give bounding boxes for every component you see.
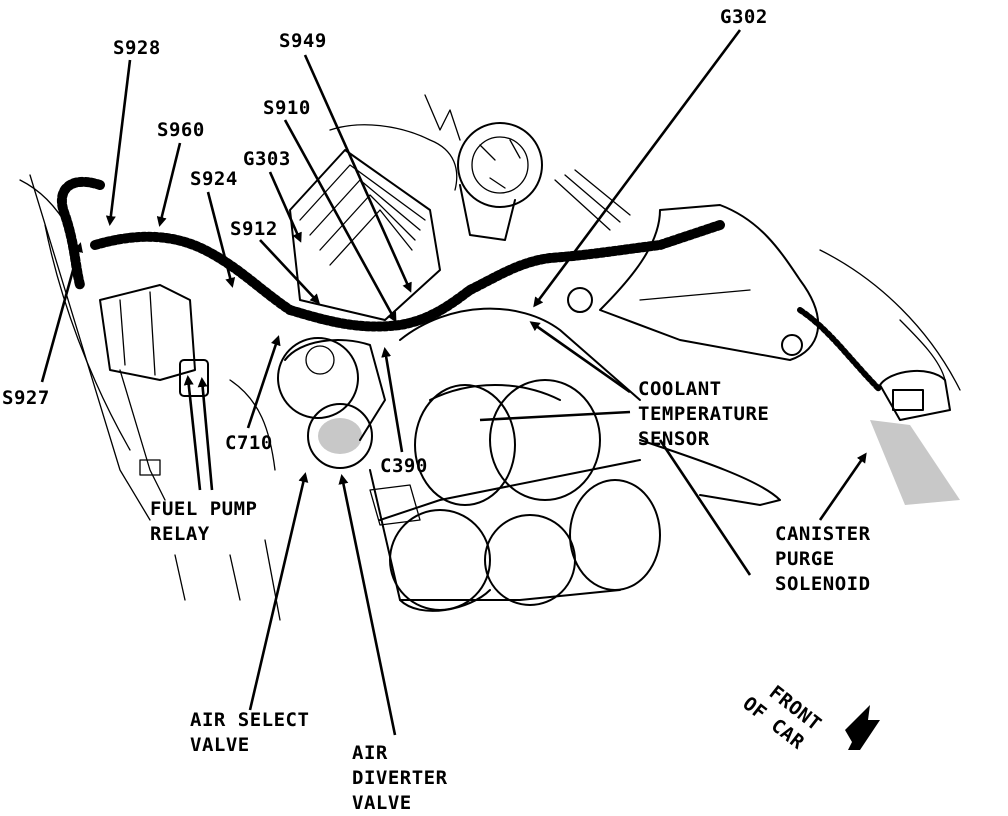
- arrow-s928: [105, 59, 132, 226]
- label-s912: S912: [230, 218, 278, 240]
- arrow-s924: [206, 191, 236, 288]
- label-s924: S924: [190, 168, 238, 190]
- label-coolant-temperature-sensor: COOLANT TEMPERATURE SENSOR: [638, 377, 769, 452]
- arrow-canister-purge: [818, 452, 867, 521]
- arrow-fuel-pump-relay-1: [183, 375, 202, 491]
- arrow-s912: [259, 239, 321, 305]
- label-s910: S910: [263, 97, 311, 119]
- arrow-coolant-temp-1: [529, 321, 631, 394]
- label-fuel-pump-relay-line1: FUEL PUMP: [150, 498, 258, 520]
- arrow-s949: [303, 54, 412, 293]
- label-g302: G302: [720, 6, 768, 28]
- label-canister-purge-solenoid: CANISTER PURGE SOLENOID: [775, 522, 871, 597]
- label-coolant-line3: SENSOR: [638, 428, 710, 450]
- arrow-s910: [283, 119, 397, 323]
- engine-illustration: [19, 94, 961, 621]
- arrow-fuel-pump-relay-2: [197, 377, 214, 491]
- label-air-diverter-line3: VALVE: [352, 792, 412, 814]
- label-s949: S949: [279, 30, 327, 52]
- label-canister-line3: SOLENOID: [775, 573, 871, 595]
- label-c390: C390: [380, 455, 428, 477]
- label-air-diverter-line2: DIVERTER: [352, 767, 448, 789]
- label-canister-line2: PURGE: [775, 548, 835, 570]
- arrow-coolant-temp-2: [479, 410, 631, 422]
- label-s928: S928: [113, 37, 161, 59]
- label-canister-line1: CANISTER: [775, 523, 871, 545]
- arrow-s927: [40, 242, 83, 383]
- front-of-car-arrow: [845, 705, 880, 750]
- label-air-select-valve: AIR SELECT VALVE: [190, 708, 309, 758]
- arrow-g303: [268, 171, 302, 243]
- arrow-coolant-temp-3: [658, 439, 752, 576]
- label-air-diverter-valve: AIR DIVERTER VALVE: [352, 741, 448, 816]
- label-s927: S927: [2, 387, 50, 409]
- arrow-air-diverter-valve: [338, 474, 397, 736]
- label-air-diverter-line1: AIR: [352, 742, 388, 764]
- label-air-select-line1: AIR SELECT: [190, 709, 310, 731]
- label-fuel-pump-relay-line2: RELAY: [150, 523, 210, 545]
- label-fuel-pump-relay: FUEL PUMP RELAY: [150, 497, 257, 547]
- arrow-c710: [246, 335, 281, 429]
- callout-arrows: [40, 29, 867, 736]
- arrow-c390: [381, 347, 404, 453]
- label-s960: S960: [157, 119, 205, 141]
- label-coolant-line2: TEMPERATURE: [638, 403, 770, 425]
- arrow-s960: [156, 142, 182, 227]
- arrow-air-select-valve: [248, 472, 309, 711]
- arrow-g302: [533, 29, 742, 308]
- label-c710: C710: [225, 432, 273, 454]
- label-coolant-line1: COOLANT: [638, 378, 722, 400]
- label-air-select-line2: VALVE: [190, 734, 250, 756]
- label-g303: G303: [243, 148, 291, 170]
